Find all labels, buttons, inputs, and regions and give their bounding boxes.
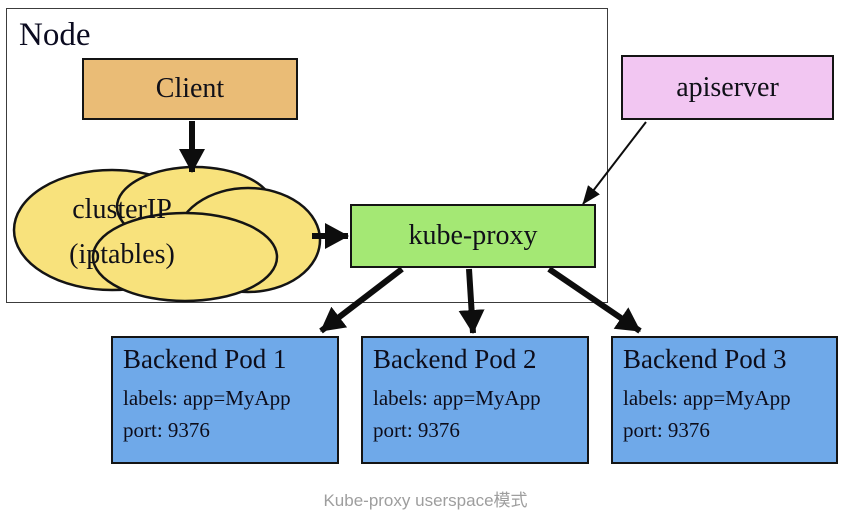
kube-proxy-label: kube-proxy — [408, 220, 538, 251]
cluster-ip-line1: clusterIP — [72, 194, 172, 225]
arrow-apiserver-to-kubeproxy — [582, 121, 647, 205]
client-box: Client — [82, 58, 298, 120]
arrow-kubeproxy-to-pod3 — [547, 266, 642, 334]
backend-pod-2-box: Backend Pod 2 labels: app=MyApp port: 93… — [361, 336, 589, 464]
node-label: Node — [19, 17, 91, 53]
apiserver-label: apiserver — [676, 71, 779, 103]
cluster-ip-line2: (iptables) — [69, 238, 175, 270]
client-label: Client — [155, 73, 225, 104]
cluster-ip-cloud-text: clusterIP (iptables) — [36, 188, 208, 278]
diagram-caption: Kube-proxy userspace模式 — [323, 491, 528, 510]
backend-pod-3-port: port: 9376 — [623, 418, 710, 443]
cluster-ip-cloud-shape — [12, 165, 322, 303]
kube-proxy-box: kube-proxy — [350, 204, 596, 268]
backend-pod-2-labels: labels: app=MyApp — [373, 385, 541, 410]
backend-pod-1-port: port: 9376 — [123, 418, 210, 443]
arrow-kubeproxy-to-pod1 — [319, 266, 404, 334]
backend-pod-3-labels: labels: app=MyApp — [623, 385, 791, 410]
apiserver-box: apiserver — [621, 55, 834, 120]
backend-pod-2-title: Backend Pod 2 — [373, 344, 537, 374]
backend-pod-3-title: Backend Pod 3 — [623, 344, 787, 374]
backend-pod-1-labels: labels: app=MyApp — [123, 385, 291, 410]
node-boundary-frame: Node — [6, 8, 608, 303]
backend-pod-1-box: Backend Pod 1 labels: app=MyApp port: 93… — [111, 336, 339, 464]
arrow-kubeproxy-to-pod2 — [458, 268, 485, 334]
backend-pod-2-port: port: 9376 — [373, 418, 460, 443]
backend-pod-3-box: Backend Pod 3 labels: app=MyApp port: 93… — [611, 336, 838, 464]
backend-pod-1-title: Backend Pod 1 — [123, 344, 287, 374]
